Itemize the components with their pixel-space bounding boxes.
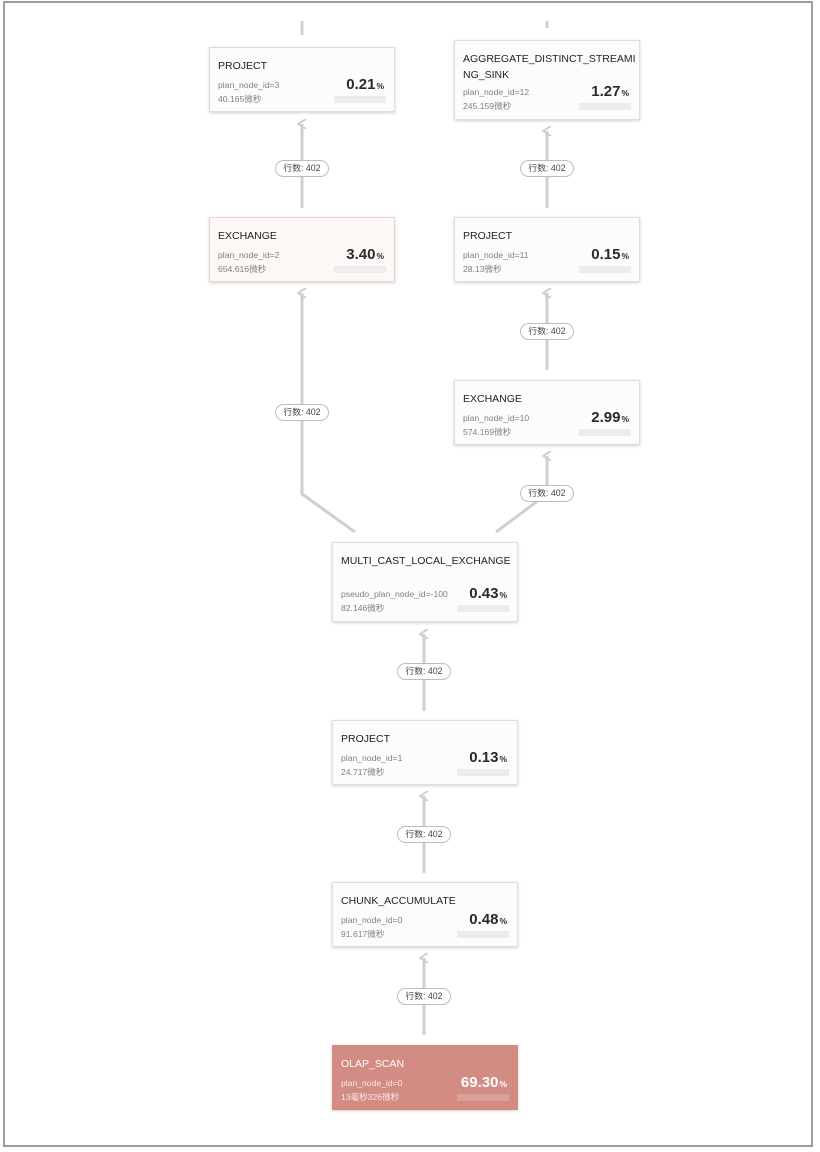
- node-name: PROJECT: [218, 60, 268, 72]
- node-plan-id: plan_node_id=0: [341, 915, 403, 925]
- node-name: PROJECT: [463, 230, 513, 242]
- plan-node-multi-cast-local-exchange[interactable]: MULTI_CAST_LOCAL_EXCHANGE pseudo_plan_no…: [332, 542, 518, 622]
- node-percent: 3.40%: [346, 246, 384, 263]
- edge-label-rows: 行数: 402: [397, 826, 451, 843]
- node-name: EXCHANGE: [463, 393, 522, 405]
- node-time-bar: [457, 605, 509, 612]
- node-time-bar: [334, 266, 386, 273]
- plan-node-project-3[interactable]: PROJECT plan_node_id=3 40.165微秒 0.21%: [209, 47, 395, 112]
- node-plan-id: plan_node_id=12: [463, 87, 530, 97]
- node-time: 28.13微秒: [463, 264, 502, 274]
- plan-node-exchange-10[interactable]: EXCHANGE plan_node_id=10 574.169微秒 2.99%: [454, 380, 640, 445]
- node-percent: 69.30%: [460, 1074, 507, 1091]
- node-time-bar: [334, 96, 386, 103]
- node-time: 91.617微秒: [341, 929, 385, 939]
- node-time: 40.165微秒: [218, 94, 262, 104]
- node-plan-id: plan_node_id=3: [218, 80, 280, 90]
- edge-label-rows: 行数: 402: [520, 323, 574, 340]
- node-percent: 0.15%: [591, 246, 629, 263]
- edge-label-rows: 行数: 402: [397, 663, 451, 680]
- plan-node-olap-scan-0[interactable]: OLAP_SCAN plan_node_id=0 13毫秒326微秒 69.30…: [332, 1045, 518, 1110]
- node-name: EXCHANGE: [218, 230, 277, 242]
- node-plan-id: plan_node_id=0: [341, 1078, 403, 1088]
- node-time: 13毫秒326微秒: [341, 1092, 400, 1102]
- node-plan-id: plan_node_id=10: [463, 413, 530, 423]
- node-time-bar: [579, 103, 631, 110]
- edge-label-rows: 行数: 402: [520, 160, 574, 177]
- node-time-bar: [579, 429, 631, 436]
- node-percent: 0.43%: [469, 585, 507, 602]
- node-name: OLAP_SCAN: [341, 1058, 405, 1070]
- node-time: 654.616微秒: [218, 264, 267, 274]
- node-name: AGGREGATE_DISTINCT_STREAMING_SINK: [463, 53, 636, 81]
- plan-canvas[interactable]: 行数: 402 行数: 402 行数: 402 行数: 402 行数: 402 …: [3, 1, 813, 1147]
- plan-node-project-11[interactable]: PROJECT plan_node_id=11 28.13微秒 0.15%: [454, 217, 640, 282]
- node-time-bar: [457, 1094, 509, 1101]
- edge-label-rows: 行数: 402: [520, 485, 574, 502]
- plan-node-chunk-accumulate-0[interactable]: CHUNK_ACCUMULATE plan_node_id=0 91.617微秒…: [332, 882, 518, 947]
- node-name: CHUNK_ACCUMULATE: [341, 895, 456, 907]
- node-time-bar: [457, 769, 509, 776]
- node-time-bar: [457, 931, 509, 938]
- node-name: MULTI_CAST_LOCAL_EXCHANGE: [341, 555, 511, 567]
- node-percent: 0.21%: [346, 76, 384, 93]
- node-time: 574.169微秒: [463, 427, 512, 437]
- node-percent: 0.13%: [469, 749, 507, 766]
- plan-node-project-1[interactable]: PROJECT plan_node_id=1 24.717微秒 0.13%: [332, 720, 518, 785]
- node-name: PROJECT: [341, 733, 391, 745]
- node-percent: 0.48%: [469, 911, 507, 928]
- node-plan-id: plan_node_id=2: [218, 250, 280, 260]
- plan-node-exchange-2[interactable]: EXCHANGE plan_node_id=2 654.616微秒 3.40%: [209, 217, 395, 282]
- node-plan-id: plan_node_id=1: [341, 753, 403, 763]
- node-percent: 2.99%: [591, 409, 629, 426]
- node-time: 24.717微秒: [341, 767, 385, 777]
- plan-node-aggregate-12[interactable]: AGGREGATE_DISTINCT_STREAMING_SINK plan_n…: [454, 40, 640, 120]
- node-time: 245.159微秒: [463, 101, 512, 111]
- edge-label-rows: 行数: 402: [275, 160, 329, 177]
- node-plan-id: pseudo_plan_node_id=-100: [341, 589, 448, 599]
- node-percent: 1.27%: [591, 83, 629, 100]
- edge-multicast-exchange2: [302, 293, 356, 534]
- edge-label-rows: 行数: 402: [275, 404, 329, 421]
- node-plan-id: plan_node_id=11: [463, 250, 529, 260]
- node-time: 82.146微秒: [341, 603, 385, 613]
- edge-label-rows: 行数: 402: [397, 988, 451, 1005]
- node-time-bar: [579, 266, 631, 273]
